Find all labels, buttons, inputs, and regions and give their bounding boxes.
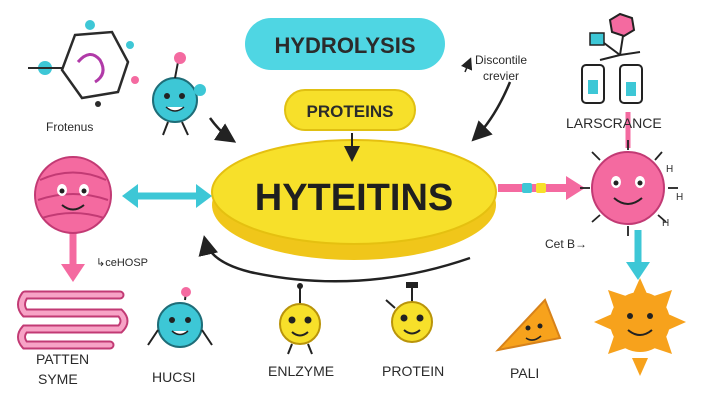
virus-icon xyxy=(28,20,139,107)
label-discontile: Discontile xyxy=(475,53,527,67)
cyan-double-arrow xyxy=(122,184,212,208)
cyan-bug-character-icon xyxy=(147,287,213,348)
proteins-pill: PROTEINS xyxy=(284,89,416,131)
pink-ball-character-icon xyxy=(34,156,112,234)
label-frotenus: Frotenus xyxy=(46,120,93,134)
yellow-bulb-character-icon xyxy=(279,283,321,355)
yellow-flask-character-icon xyxy=(385,282,433,343)
cyan-molecule-character-icon xyxy=(152,52,206,136)
label-syme: SYME xyxy=(38,371,78,387)
arrow-discontile xyxy=(461,57,473,73)
label-hucsi: HUCSI xyxy=(152,369,196,385)
title-pill: HYDROLYSIS xyxy=(245,18,445,70)
label-patten: PATTEN xyxy=(36,351,89,367)
arrow-top-right xyxy=(471,81,512,142)
label-crevier: crevier xyxy=(483,69,519,83)
orange-triangle-character-icon xyxy=(495,298,562,352)
orange-sun-character-icon xyxy=(594,278,686,376)
cyan-arrow-down xyxy=(626,230,650,280)
label-pali: PALI xyxy=(510,365,539,381)
arrow-bottom-curve xyxy=(198,235,471,283)
label-larscrance: LARSCRANCE xyxy=(566,115,662,131)
pink-arrow-down xyxy=(61,232,85,282)
label-h2: H xyxy=(676,192,683,203)
arrow-top-left xyxy=(208,117,237,143)
label-cehosp: ↳ceHOSP xyxy=(96,257,148,269)
label-h3: H xyxy=(662,218,669,229)
main-oval-text: HYTEITINS xyxy=(255,177,453,219)
pink-sun-character-icon xyxy=(580,140,678,236)
title-text: HYDROLYSIS xyxy=(274,33,415,58)
magenta-molecule-icon xyxy=(581,12,643,104)
pink-arrow-right xyxy=(498,176,585,200)
label-h1: H xyxy=(666,164,673,175)
label-protein: PROTEIN xyxy=(382,363,444,379)
label-enlzyme: ENLZYME xyxy=(268,363,334,379)
proteins-pill-text: PROTEINS xyxy=(307,102,394,121)
label-cet-b: Cet B→ xyxy=(545,237,587,251)
intestine-icon xyxy=(17,290,129,350)
main-oval: HYTEITINS xyxy=(211,133,497,260)
